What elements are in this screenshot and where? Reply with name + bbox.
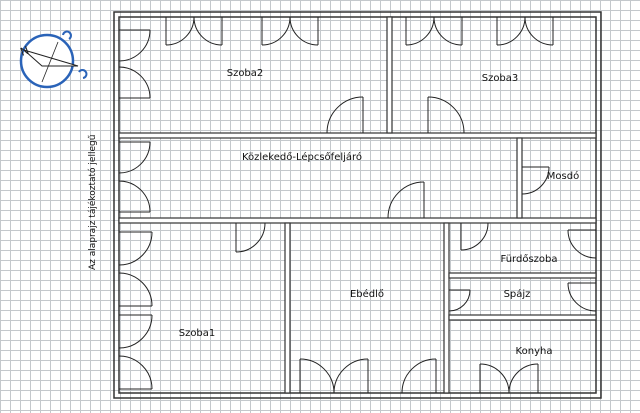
door-spajz-west xyxy=(448,289,471,312)
wall-corridor-bottom xyxy=(118,217,597,224)
wall-szoba2-szoba3 xyxy=(386,16,393,134)
wall-corridor-top xyxy=(118,132,597,139)
room-label-kozlekedo: Közlekedő-Lépcsőfeljáró xyxy=(242,151,362,163)
door-szoba3-top-1 xyxy=(405,16,463,46)
room-label-mosdo: Mosdó xyxy=(547,170,579,182)
wall-furdo-spajz xyxy=(448,272,597,279)
door-szoba2-left xyxy=(118,29,151,99)
door-szoba1-corridor xyxy=(235,222,266,253)
door-spajz-east xyxy=(567,282,597,312)
door-ebedlo-bottom-2 xyxy=(401,358,437,394)
door-furdo-corridor xyxy=(460,222,489,251)
room-label-furdoszoba: Fürdőszoba xyxy=(501,253,558,265)
orientation-note: Az alaprajz tájékoztató jellegű xyxy=(88,134,98,270)
door-corridor-exit xyxy=(387,181,425,219)
door-szoba2-top-1 xyxy=(165,16,223,46)
room-label-spajz: Spájz xyxy=(504,288,531,300)
interior-walls xyxy=(118,16,597,394)
door-szoba3-corridor xyxy=(427,96,465,134)
room-label-szoba2: Szoba2 xyxy=(227,68,264,79)
room-label-szoba3: Szoba3 xyxy=(482,73,519,84)
door-szoba1-left-2 xyxy=(118,314,153,390)
doors xyxy=(118,16,597,394)
compass-icon: N xyxy=(19,30,88,89)
wall-mosdo xyxy=(516,137,523,219)
door-ebedlo-bottom-1 xyxy=(299,358,369,394)
door-corridor-left xyxy=(118,141,151,213)
door-szoba2-corridor xyxy=(326,96,364,134)
door-konyha-bottom xyxy=(479,363,539,394)
door-szoba2-top-2 xyxy=(261,16,319,46)
room-label-konyha: Konyha xyxy=(516,346,553,357)
door-szoba3-top-2 xyxy=(496,16,554,46)
door-furdo-east xyxy=(567,229,597,259)
door-mosdo xyxy=(521,166,550,195)
wall-spajz-konyha xyxy=(448,314,597,321)
room-label-ebedlo: Ebédlő xyxy=(350,288,384,300)
room-label-szoba1: Szoba1 xyxy=(179,328,216,339)
door-szoba1-left-1 xyxy=(118,231,153,307)
outer-walls xyxy=(113,11,602,399)
wall-ebedlo-east xyxy=(443,222,450,394)
wall-szoba1-ebedlo xyxy=(284,222,291,394)
